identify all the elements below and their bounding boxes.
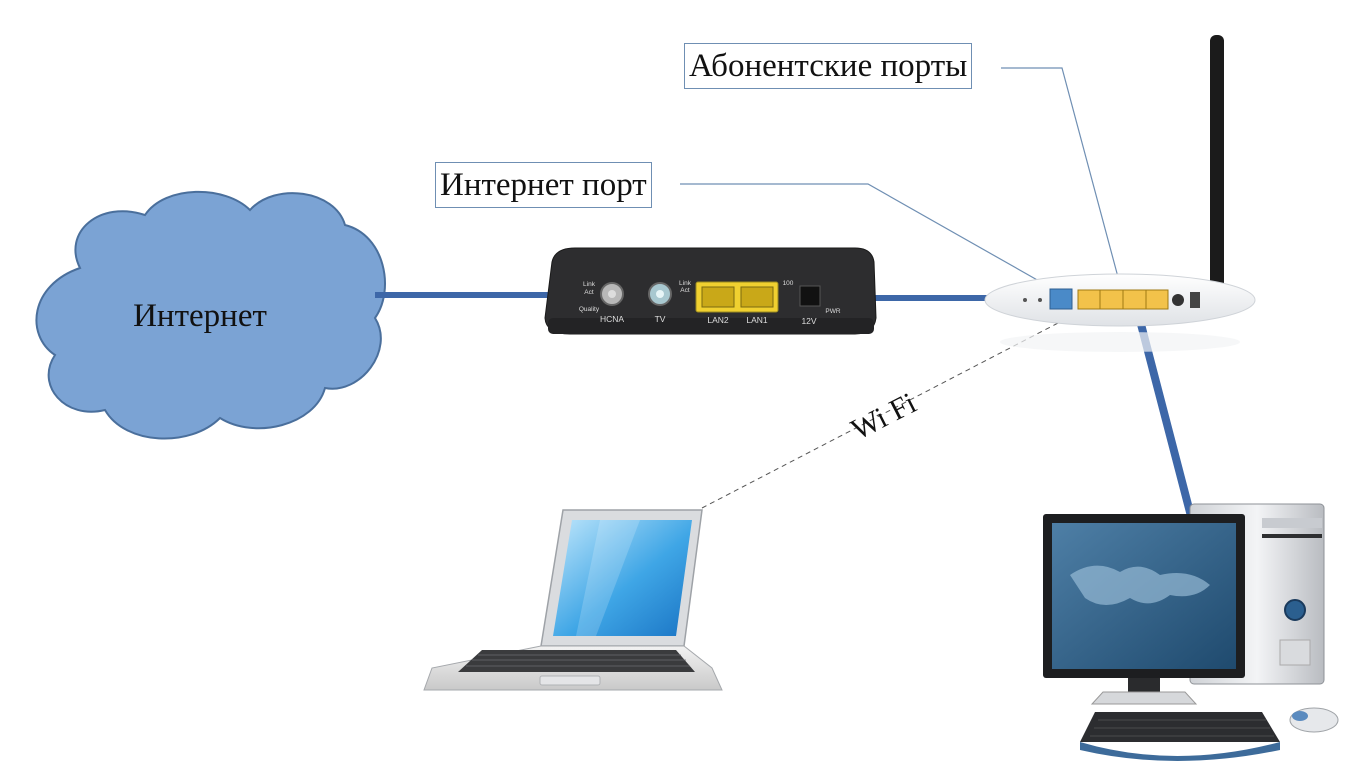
router-wan-port [1049, 288, 1073, 310]
wifi-label: Wi Fi [846, 386, 922, 446]
router-power-jack [1172, 294, 1184, 306]
internet-port-label: Интернет порт [435, 162, 652, 208]
modem-lan-link-label: Link [679, 280, 692, 287]
lan2-label: LAN2 [707, 315, 729, 325]
lan1-label: LAN1 [746, 315, 768, 325]
power-12v-label: 12V [801, 316, 816, 326]
laptop-touchpad [539, 675, 601, 686]
internet-cloud: Интернет [35, 190, 386, 440]
laptop [423, 509, 723, 691]
power-pwr-label: PWR [825, 308, 840, 315]
router-antenna [1210, 35, 1224, 315]
callout-subscriber-ports [1001, 67, 1123, 293]
modem-tv-label: TV [655, 314, 666, 324]
desktop-pc [1043, 503, 1339, 761]
modem-lan-speed-label: 100 [783, 280, 794, 287]
modem: Link Act Quality HCNA TV Link Act 100 LA… [544, 247, 877, 335]
modem-link-label: Link [583, 281, 596, 288]
laptop-keyboard [458, 650, 695, 672]
router-power-button [1190, 292, 1200, 308]
subscriber-ports-label: Абонентские порты [684, 43, 973, 89]
pc-power-button [1284, 599, 1306, 621]
modem-act-label: Act [584, 289, 594, 296]
modem-hcna-label: HCNA [600, 314, 624, 324]
lan1-port [740, 286, 774, 308]
callout-internet-port [680, 183, 1063, 295]
pc-keyboard [1080, 712, 1280, 742]
wifi-link [701, 321, 1061, 509]
lan2-port [701, 286, 735, 308]
modem-lan-act-label: Act [680, 287, 690, 294]
modem-quality-label: Quality [579, 306, 600, 313]
laptop-screen [553, 520, 692, 636]
power-jack [799, 285, 821, 307]
cloud-label: Интернет [133, 298, 267, 334]
router [984, 35, 1256, 352]
